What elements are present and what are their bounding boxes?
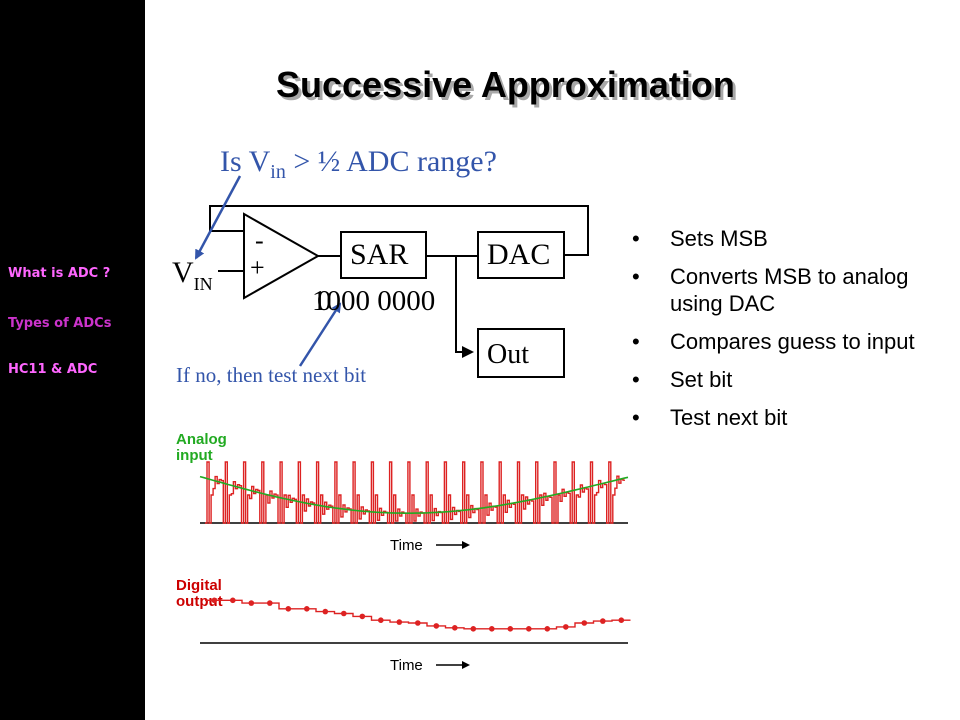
vin-label: VIN — [172, 256, 213, 294]
comparator-plus: + — [250, 253, 265, 282]
comparison-question: Is Vin > ½ ADC range? — [220, 145, 497, 183]
slide-title: Successive Approximation — [276, 64, 735, 105]
bullet-item: Test next bit — [624, 404, 924, 431]
time-label-analog: Time — [390, 537, 423, 554]
digital-output-label: Digital output — [176, 577, 223, 610]
bullet-item: Set bit — [624, 366, 924, 393]
out-wire — [455, 256, 474, 358]
nav-item-hc11-adc[interactable]: HC11 & ADC — [8, 362, 98, 377]
sar-box: SAR — [340, 231, 427, 279]
dac-box: DAC — [477, 231, 565, 279]
comparator — [243, 212, 321, 300]
bullet-item: Converts MSB to analog using DAC — [624, 263, 924, 317]
out-box: Out — [477, 328, 565, 378]
analog-input-label: Analog input — [176, 431, 227, 464]
test-next-bit-hint: If no, then test next bit — [176, 363, 367, 387]
hint-arrow — [298, 302, 342, 367]
nav-item-types-of-adcs[interactable]: Types of ADCs — [8, 316, 112, 331]
nav-item-what-is-adc[interactable]: What is ADC ? — [8, 266, 111, 281]
sar-bits: 1000 0000 — [312, 285, 436, 317]
bullet-item: Sets MSB — [624, 225, 924, 252]
sar-bits-overlay: 0 — [317, 285, 332, 317]
time-label-digital: Time — [390, 657, 423, 674]
question-arrow — [194, 175, 242, 260]
sidebar: What is ADC ? Types of ADCs HC11 & ADC — [0, 0, 145, 720]
bullet-list: Sets MSB Converts MSB to analog using DA… — [624, 225, 924, 442]
feedback-wire — [209, 205, 589, 256]
bullet-item: Compares guess to input — [624, 328, 924, 355]
comparator-minus: - — [255, 226, 264, 255]
